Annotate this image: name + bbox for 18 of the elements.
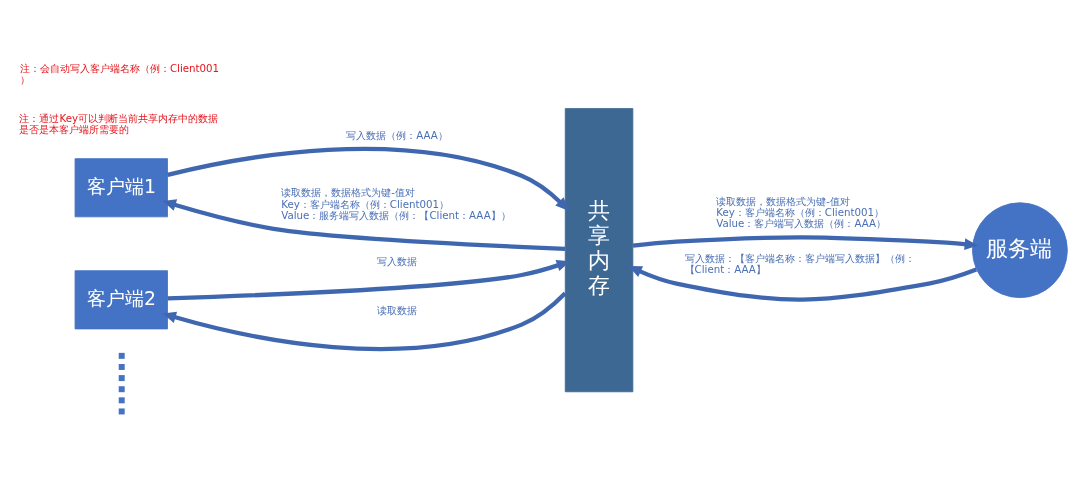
edge-label: 写入数据 xyxy=(377,254,418,267)
arrow xyxy=(162,199,566,251)
edge-label: 写入数据（例：AAA） xyxy=(346,129,448,142)
arrow xyxy=(162,291,567,351)
arrow xyxy=(632,235,979,251)
arrow xyxy=(167,146,569,211)
arrow xyxy=(167,259,571,301)
node-circle: 服务端 xyxy=(972,202,1068,299)
node-box: 客户端1 xyxy=(74,158,168,218)
arrow xyxy=(628,266,978,302)
node-box: 客户端2 xyxy=(74,270,168,330)
edge-label: 写入数据：【客户端名称：客户端写入数据】（例：【Client：AAA】 xyxy=(684,251,915,275)
label: 注：通过Key可以判断当前共享内存中的数据是否是本客户端所需要的 xyxy=(19,111,219,135)
edge-label: 读取数据，数据格式为键-值对 Key：客户端名称（例：Client001） Value：客户端写入数据（例：AAA） xyxy=(716,194,887,230)
node-box: 共享内存 xyxy=(564,108,634,393)
label: 注：会自动写入客户端名称（例：Client001） xyxy=(19,61,220,86)
edge-label: 读取数据，数据格式为键-值对 Key：客户端名称（例：Client001） Value：服务端写入数据（例：【Client：AAA】） xyxy=(281,186,511,221)
edge-label: 读取数据 xyxy=(377,304,418,317)
